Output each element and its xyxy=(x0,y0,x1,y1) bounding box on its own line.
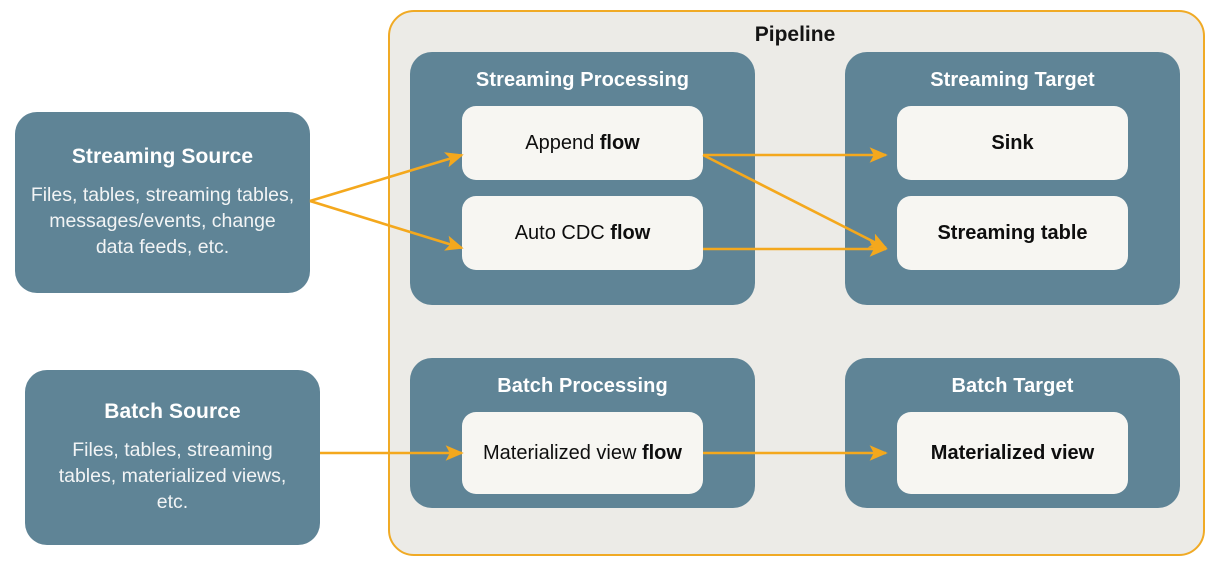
batch-processing-group[interactable]: Batch Processing Materialized view flow xyxy=(410,358,755,508)
card-streaming-table[interactable]: Streaming table xyxy=(897,196,1128,270)
streaming-target-group[interactable]: Streaming Target Sink Streaming table xyxy=(845,52,1180,305)
batch-source-box[interactable]: Batch Source Files, tables, streaming ta… xyxy=(25,370,320,545)
card-auto-cdc-flow-prefix: Auto CDC xyxy=(514,221,611,244)
card-materialized-view-flow-bold: flow xyxy=(641,441,682,464)
batch-source-title: Batch Source xyxy=(104,399,241,423)
streaming-source-title: Streaming Source xyxy=(71,144,254,168)
batch-target-title: Batch Target xyxy=(951,375,1074,397)
pipeline-title: Pipeline xyxy=(754,23,836,46)
card-auto-cdc-flow-bold: flow xyxy=(610,221,651,244)
streaming-processing-group[interactable]: Streaming Processing Append flow Auto CD… xyxy=(410,52,755,305)
streaming-source-description: Files, tables, streaming tables, message… xyxy=(30,183,295,259)
batch-target-group[interactable]: Batch Target Materialized view xyxy=(845,358,1180,508)
card-sink[interactable]: Sink xyxy=(897,106,1128,180)
card-auto-cdc-flow[interactable]: Auto CDC flow xyxy=(462,196,703,270)
streaming-processing-title: Streaming Processing xyxy=(475,69,690,91)
card-append-flow-prefix: Append xyxy=(525,131,600,154)
batch-processing-title: Batch Processing xyxy=(497,375,668,397)
card-append-flow[interactable]: Append flow xyxy=(462,106,703,180)
card-materialized-view-flow-prefix: Materialized view xyxy=(483,441,642,464)
batch-source-description: Files, tables, streaming tables, materia… xyxy=(58,438,287,514)
card-materialized-view[interactable]: Materialized view xyxy=(897,412,1128,494)
streaming-source-box[interactable]: Streaming Source Files, tables, streamin… xyxy=(15,112,310,293)
streaming-target-title: Streaming Target xyxy=(930,69,1095,91)
card-materialized-view-flow[interactable]: Materialized view flow xyxy=(462,412,703,494)
card-append-flow-bold: flow xyxy=(599,131,640,154)
